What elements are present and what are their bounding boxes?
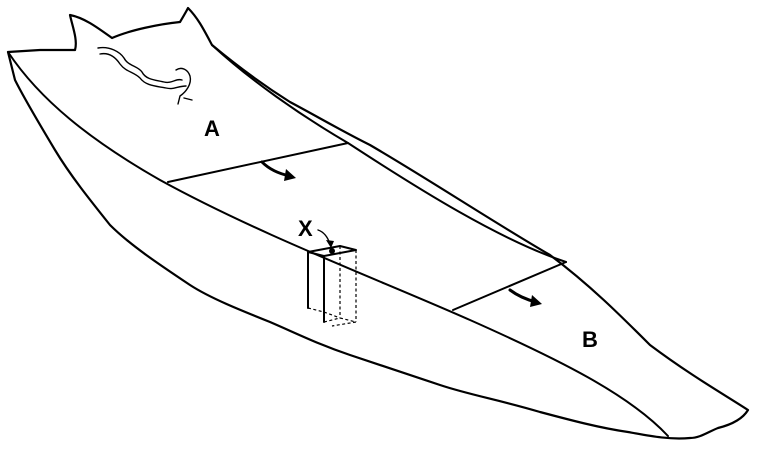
- river-bank: [99, 52, 187, 90]
- label-b: B: [582, 327, 598, 352]
- river: [97, 46, 183, 84]
- label-x: X: [298, 216, 313, 241]
- arrow-b-head: [530, 295, 542, 307]
- top-ridge: [211, 44, 567, 263]
- arrow-a-head: [284, 169, 296, 181]
- sample-block: [307, 245, 357, 327]
- divider-b: [452, 261, 567, 311]
- divider-a: [167, 142, 349, 183]
- front-edge: [7, 51, 669, 437]
- label-a: A: [204, 116, 220, 141]
- block-outline: [6, 6, 750, 440]
- sample-hole: [329, 248, 335, 254]
- x-pointer-head: [326, 240, 334, 248]
- river-outlet: [175, 67, 193, 105]
